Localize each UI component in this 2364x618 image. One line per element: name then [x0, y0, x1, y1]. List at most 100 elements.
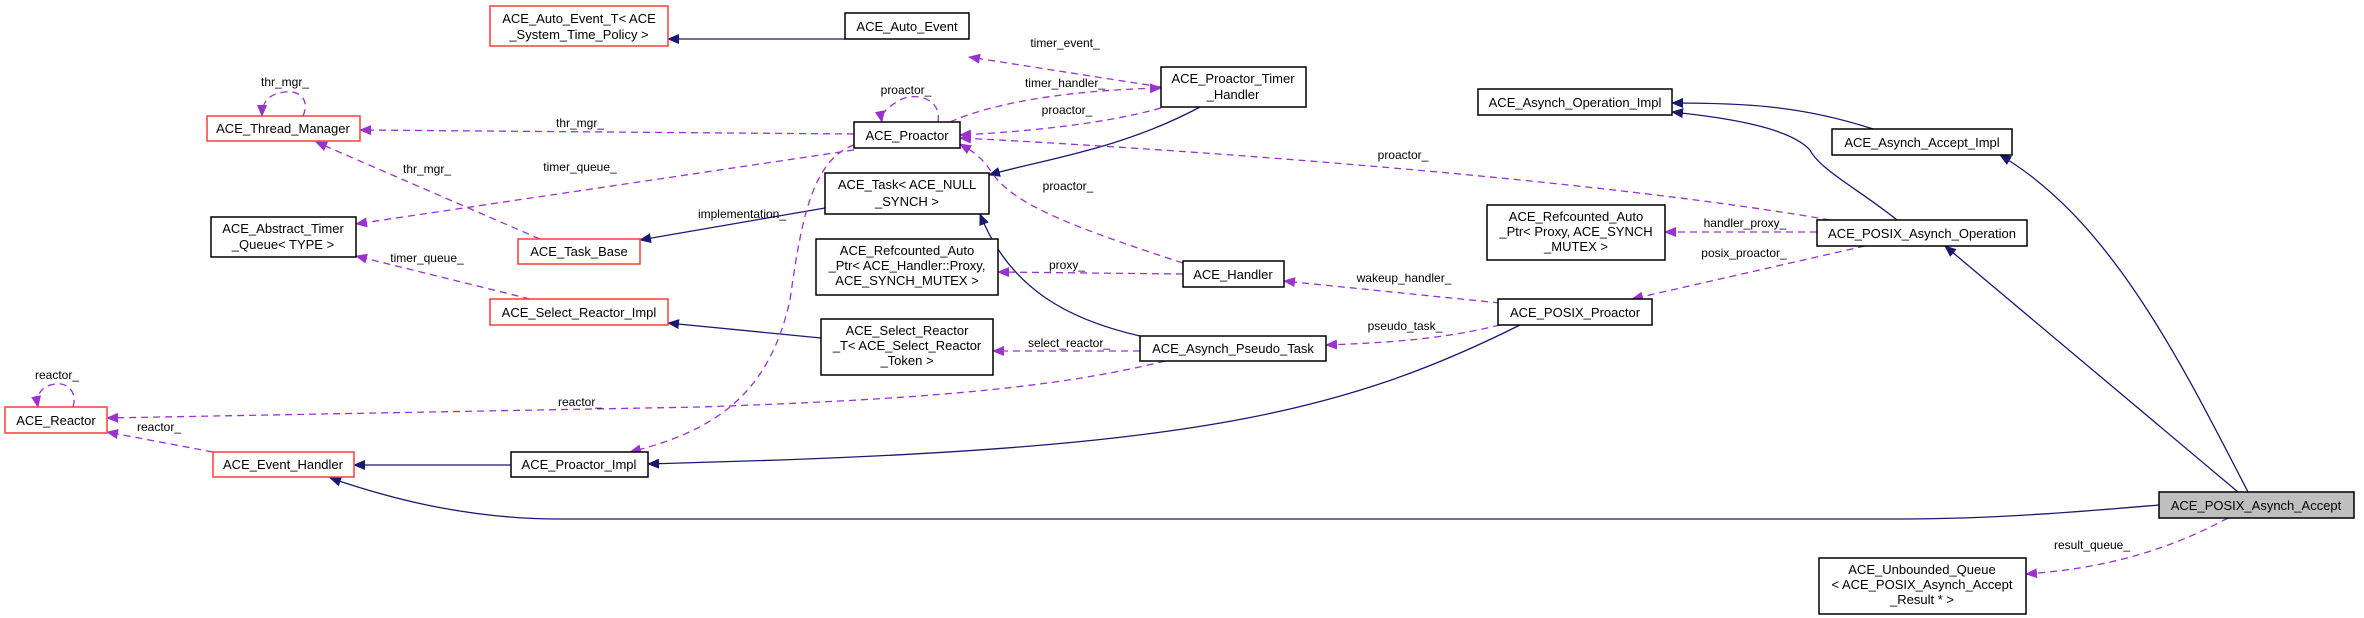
edge-posix-operation-to-operation-impl: [1671, 108, 1898, 221]
edge-timer-event: [968, 53, 1162, 88]
node-auto-event-t[interactable]: ACE_Auto_Event_T< ACE _System_Time_Polic…: [489, 5, 669, 47]
node-reactor[interactable]: ACE_Reactor: [4, 406, 108, 434]
edge-timer-handler-inherits: [988, 106, 1201, 177]
edge-label: proxy_: [1049, 258, 1085, 272]
node-handler[interactable]: ACE_Handler: [1182, 260, 1285, 288]
svg-text:_Token >: _Token >: [879, 353, 933, 368]
edge-thr-mgr-task-base: [315, 141, 541, 240]
edge-label: select_reactor_: [1028, 336, 1110, 350]
svg-text:ACE_Refcounted_Auto: ACE_Refcounted_Auto: [840, 243, 974, 258]
node-posix-asynch-accept[interactable]: ACE_POSIX_Asynch_Accept: [2158, 491, 2355, 519]
edge-label: thr_mgr_: [403, 162, 451, 176]
svg-text:ACE_POSIX_Proactor: ACE_POSIX_Proactor: [1510, 305, 1641, 320]
svg-text:ACE_Abstract_Timer: ACE_Abstract_Timer: [222, 221, 344, 236]
edge-select-reactor-t-inherits: [667, 319, 822, 339]
node-asynch-accept-impl[interactable]: ACE_Asynch_Accept_Impl: [1831, 128, 2013, 156]
svg-text:_System_Time_Policy >: _System_Time_Policy >: [508, 27, 648, 42]
edge-label: wakeup_handler_: [1356, 271, 1452, 285]
svg-text:ACE_Asynch_Pseudo_Task: ACE_Asynch_Pseudo_Task: [1152, 341, 1314, 356]
node-task-base[interactable]: ACE_Task_Base: [517, 238, 641, 265]
node-asynch-operation-impl[interactable]: ACE_Asynch_Operation_Impl: [1477, 88, 1673, 116]
svg-text:_Result * >: _Result * >: [1889, 592, 1954, 607]
edge-timer-handler: [949, 83, 1162, 123]
svg-text:ACE_Reactor: ACE_Reactor: [16, 413, 96, 428]
edge-accept-impl-to-operation-impl: [1671, 98, 1874, 130]
edge-pseudo-task-inherits: [979, 213, 1141, 337]
svg-text:ACE_Unbounded_Queue: ACE_Unbounded_Queue: [1848, 562, 1995, 577]
node-select-reactor-t[interactable]: ACE_Select_Reactor _T< ACE_Select_Reacto…: [820, 318, 994, 376]
svg-text:_Queue< TYPE >: _Queue< TYPE >: [231, 237, 334, 252]
edge-label: proactor_: [1042, 103, 1093, 117]
edge-timer-queue-select: [355, 253, 531, 300]
svg-text:ACE_Thread_Manager: ACE_Thread_Manager: [216, 121, 350, 136]
node-proactor[interactable]: ACE_Proactor: [853, 121, 961, 149]
edge-accept-to-posix-operation: [1944, 245, 2239, 493]
node-event-handler[interactable]: ACE_Event_Handler: [212, 451, 355, 478]
svg-text:ACE_Auto_Event_T< ACE: ACE_Auto_Event_T< ACE: [502, 11, 656, 26]
edge-task-inherits: [639, 207, 826, 244]
svg-text:ACE_Asynch_Operation_Impl: ACE_Asynch_Operation_Impl: [1489, 95, 1662, 110]
edge-label: thr_mgr_: [556, 116, 604, 130]
svg-text:_Ptr< ACE_Handler::Proxy,: _Ptr< ACE_Handler::Proxy,: [828, 258, 986, 273]
edge-accept-to-accept-impl: [1999, 154, 2249, 493]
svg-text:ACE_Refcounted_Auto: ACE_Refcounted_Auto: [1509, 209, 1643, 224]
node-select-reactor-impl[interactable]: ACE_Select_Reactor_Impl: [489, 298, 669, 326]
svg-text:ACE_Select_Reactor_Impl: ACE_Select_Reactor_Impl: [502, 305, 657, 320]
svg-text:ACE_Handler: ACE_Handler: [1193, 267, 1273, 282]
node-thread-manager[interactable]: ACE_Thread_Manager: [206, 115, 361, 142]
edge-label: thr_mgr_: [261, 75, 309, 89]
edge-label: posix_proactor_: [1701, 246, 1787, 260]
node-unbounded-queue[interactable]: ACE_Unbounded_Queue < ACE_POSIX_Asynch_A…: [1818, 557, 2027, 615]
svg-text:ACE_Task< ACE_NULL: ACE_Task< ACE_NULL: [838, 177, 976, 192]
edge-proxy: [997, 267, 1184, 278]
svg-text:ACE_POSIX_Asynch_Accept: ACE_POSIX_Asynch_Accept: [2171, 498, 2342, 513]
edge-proactor-from-timer: [959, 107, 1162, 140]
svg-text:_Ptr< Proxy, ACE_SYNCH: _Ptr< Proxy, ACE_SYNCH: [1498, 224, 1652, 239]
edge-proactor-handler: [959, 143, 1184, 264]
node-abstract-timer-queue[interactable]: ACE_Abstract_Timer _Queue< TYPE >: [210, 216, 357, 258]
edge-label: timer_queue_: [543, 160, 617, 174]
edge-implementation: [629, 144, 855, 455]
svg-text:< ACE_POSIX_Asynch_Accept: < ACE_POSIX_Asynch_Accept: [1831, 577, 2012, 592]
svg-text:ACE_Proactor_Timer: ACE_Proactor_Timer: [1171, 71, 1295, 86]
svg-text:_SYNCH >: _SYNCH >: [874, 194, 939, 209]
svg-text:ACE_Select_Reactor: ACE_Select_Reactor: [846, 323, 970, 338]
node-posix-proactor[interactable]: ACE_POSIX_Proactor: [1497, 298, 1653, 326]
node-task-null-synch[interactable]: ACE_Task< ACE_NULL _SYNCH >: [824, 172, 990, 215]
edge-label: timer_handler_: [1025, 76, 1105, 90]
edge-posix-proactor: [1631, 245, 1866, 302]
edge-accept-to-event-handler: [329, 476, 2160, 520]
svg-text:ACE_Auto_Event: ACE_Auto_Event: [856, 19, 958, 34]
edge-thr-mgr-proactor: [359, 125, 855, 136]
svg-text:ACE_POSIX_Asynch_Operation: ACE_POSIX_Asynch_Operation: [1828, 226, 2016, 241]
edge-label: reactor_: [35, 368, 79, 382]
svg-text:ACE_Asynch_Accept_Impl: ACE_Asynch_Accept_Impl: [1844, 135, 1999, 150]
edge-label: proactor_: [1043, 179, 1094, 193]
edge-label: handler_proxy_: [1704, 216, 1787, 230]
node-proactor-timer-handler[interactable]: ACE_Proactor_Timer _Handler: [1160, 66, 1307, 108]
svg-text:ACE_Task_Base: ACE_Task_Base: [530, 244, 628, 259]
edge-pseudo-task: [1325, 324, 1501, 350]
node-refcounted-proxy[interactable]: ACE_Refcounted_Auto _Ptr< Proxy, ACE_SYN…: [1486, 204, 1666, 261]
svg-text:_Handler: _Handler: [1206, 87, 1260, 102]
node-asynch-pseudo-task[interactable]: ACE_Asynch_Pseudo_Task: [1139, 335, 1327, 362]
svg-text:ACE_SYNCH_MUTEX >: ACE_SYNCH_MUTEX >: [835, 273, 978, 288]
svg-text:ACE_Proactor: ACE_Proactor: [865, 128, 949, 143]
edge-label: timer_event_: [1030, 36, 1100, 50]
edge-label: reactor_: [558, 395, 602, 409]
edge-thr-mgr-self: [257, 91, 306, 117]
svg-text:ACE_Event_Handler: ACE_Event_Handler: [223, 457, 344, 472]
edge-label: proactor_: [1378, 148, 1429, 162]
node-auto-event[interactable]: ACE_Auto_Event: [844, 12, 970, 40]
node-posix-asynch-operation[interactable]: ACE_POSIX_Asynch_Operation: [1816, 219, 2028, 247]
node-proactor-impl[interactable]: ACE_Proactor_Impl: [510, 451, 649, 478]
edge-label: implementation_: [698, 207, 786, 221]
svg-text:_MUTEX >: _MUTEX >: [1543, 239, 1608, 254]
edge-reactor-pseudo: [106, 360, 1166, 423]
edge-label: timer_queue_: [390, 251, 464, 265]
usage-edges: [31, 53, 2229, 579]
inheritance-edges: [329, 34, 2249, 520]
edge-label: proactor_: [881, 83, 932, 97]
node-refcounted-handler-proxy[interactable]: ACE_Refcounted_Auto _Ptr< ACE_Handler::P…: [815, 238, 999, 296]
